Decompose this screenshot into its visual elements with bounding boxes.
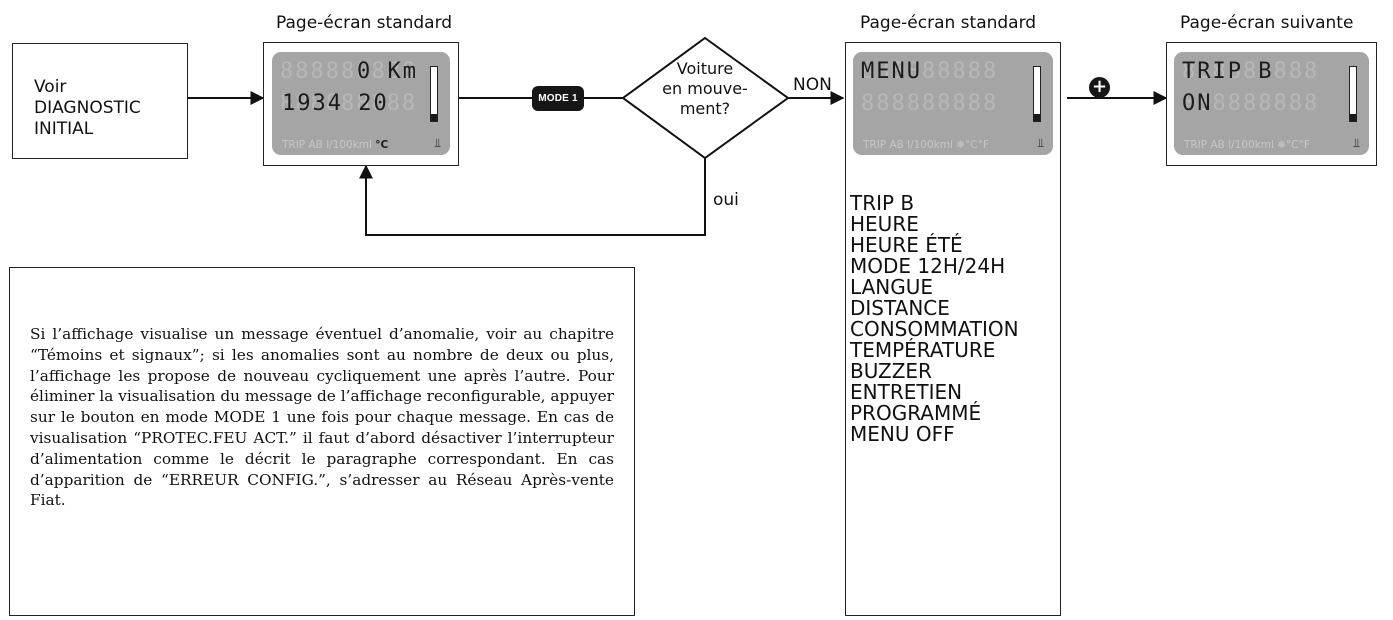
decision-no-label: NON (793, 75, 832, 95)
decision-line-3: ment? (679, 99, 731, 118)
screen-1-indicator-celsius: °C (375, 139, 389, 151)
start-box-text: Voir DIAGNOSTIC INITIAL (34, 77, 141, 140)
screen-1-ghost-row-1: 888888888 (280, 59, 418, 84)
screen-1-level-fill (431, 114, 437, 121)
screen-1-ghost-row-2: 888888888 (280, 91, 418, 116)
thermometer-icon: ⫫ (1353, 136, 1360, 150)
decision-yes-label: oui (713, 190, 739, 210)
screen-3-indicators: TRIP AB l/100kml ❅°C°F (1184, 139, 1310, 151)
screen-1-title: Page-écran standard (276, 13, 453, 33)
start-line-3: INITIAL (34, 119, 94, 139)
screen-3-lcd: 888888888 888888888 TRIP B ON TRIP AB l/… (1174, 52, 1369, 155)
screen-1-row-2: 1934 20 (282, 91, 389, 116)
menu-item-temperature: TEMPÉRATURE (850, 338, 996, 362)
menu-item-mode-12h-24h: MODE 12H/24H (850, 254, 1006, 278)
screen-3-ghost-row-1: 888888888 (1182, 59, 1320, 84)
screen-3-ghost-row-2: 888888888 (1182, 91, 1320, 116)
screen-3-title: Page-écran suivante (1180, 13, 1354, 33)
start-line-2: DIAGNOSTIC (34, 98, 141, 118)
arrow-decision-yes-loop (359, 158, 706, 236)
screen-2-title: Page-écran standard (860, 13, 1037, 33)
screen-1-level-bar (430, 66, 438, 122)
start-line-1: Voir (34, 77, 67, 97)
menu-item-heure-ete: HEURE ÉTÉ (850, 233, 963, 257)
screen-2-level-fill (1034, 114, 1040, 121)
thermometer-icon: ⫫ (1037, 136, 1044, 150)
menu-item-trip-b: TRIP B (850, 191, 915, 215)
screen-1-row-1: 0 Km (357, 59, 418, 84)
menu-item-programme: PROGRAMMÉ (850, 401, 982, 425)
screen-3-row-2: ON (1182, 91, 1213, 116)
menu-item-buzzer: BUZZER (850, 359, 932, 383)
menu-item-consommation: CONSOMMATION (850, 317, 1019, 341)
note-text: Si l’affichage visualise un message éven… (30, 325, 614, 510)
menu-item-heure: HEURE (850, 212, 919, 236)
screen-1-lcd: 888888888 888888888 0 Km 1934 20 TRIP AB… (272, 52, 450, 155)
screen-2-ghost-row-2: 888888888 (861, 91, 999, 116)
screen-3-level-bar (1349, 66, 1357, 122)
screen-2-indicators: TRIP AB l/100kml ❅°C°F (863, 139, 989, 151)
screen-3-row-1: TRIP B (1182, 59, 1274, 84)
screen-1-indicator-text: TRIP AB l/100kml (282, 139, 372, 151)
screen-1-indicators: TRIP AB l/100kml °C (282, 139, 388, 151)
plus-button-icon[interactable]: + (1089, 77, 1110, 98)
menu-item-langue: LANGUE (850, 275, 934, 299)
screen-2-level-bar (1033, 66, 1041, 122)
mode-1-button[interactable]: MODE 1 (532, 86, 584, 111)
screen-3-level-fill (1350, 114, 1356, 121)
decision-line-1: Voiture (676, 59, 734, 78)
menu-item-entretien: ENTRETIEN (850, 380, 963, 404)
start-box: Voir DIAGNOSTIC INITIAL (12, 43, 188, 159)
menu-items-list: TRIP B HEURE HEURE ÉTÉ MODE 12H/24H LANG… (850, 193, 1019, 445)
screen-2-ghost-row-1: 888888888 (861, 59, 999, 84)
menu-item-distance: DISTANCE (850, 296, 950, 320)
screen-2-row-1: MENU (861, 59, 922, 84)
decision-line-2: en mouve- (662, 79, 748, 98)
decision-text: Voiture en mouve- ment? (630, 59, 780, 119)
note-box (9, 267, 635, 616)
menu-item-menu-off: MENU OFF (850, 422, 955, 446)
thermometer-icon: ⫫ (434, 136, 441, 150)
screen-2-lcd: 888888888 888888888 MENU TRIP AB l/100km… (853, 52, 1053, 155)
